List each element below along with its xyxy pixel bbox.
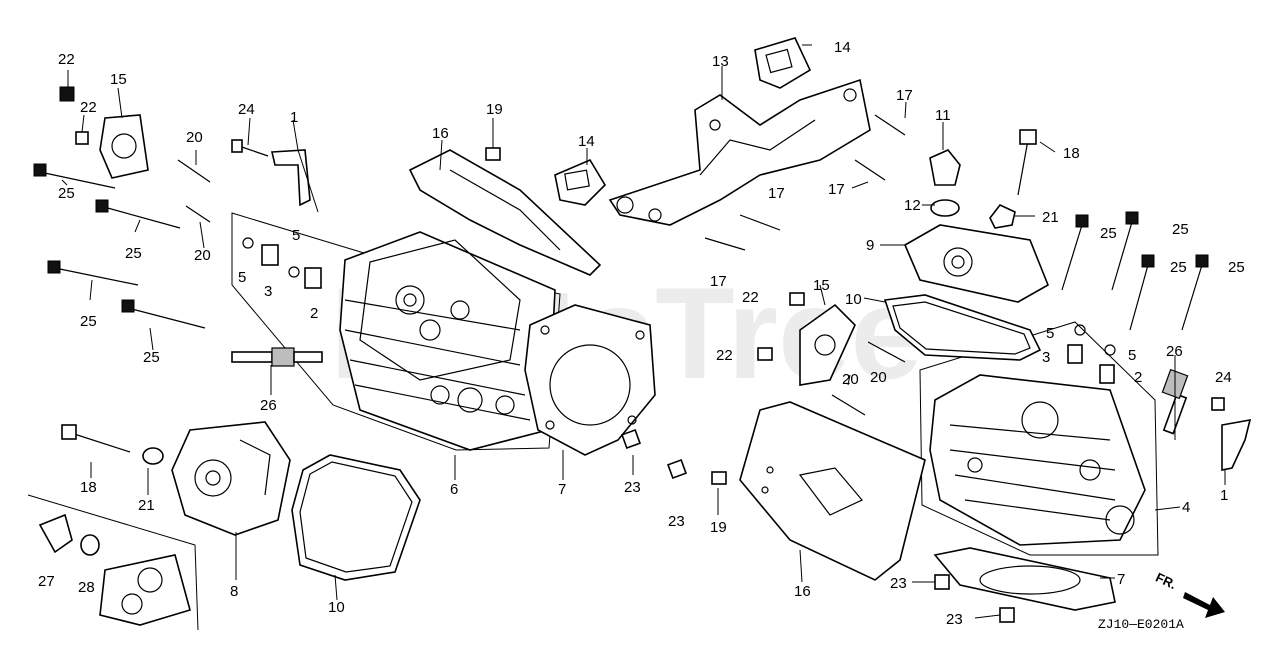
callout[interactable]: 20 [842,371,859,388]
cylinder-head-right[interactable] [919,321,1159,556]
callout[interactable]: 8 [230,583,238,600]
callout[interactable]: 11 [935,107,951,124]
bolts-18[interactable] [61,129,1037,453]
callout[interactable]: 3 [264,283,272,300]
callout[interactable]: 25 [143,349,160,366]
insulator-14-top[interactable] [754,37,812,89]
callout[interactable]: 1 [1220,487,1228,504]
cover-gasket-left[interactable] [291,454,421,581]
valve-cover-right[interactable] [903,224,1050,303]
callout[interactable]: 5 [238,269,246,286]
callout[interactable]: 20 [194,247,211,264]
callout[interactable]: 2 [310,305,318,322]
callout[interactable]: 1 [290,109,298,126]
callout[interactable]: 25 [58,185,75,202]
callout[interactable]: 14 [578,133,595,150]
cover-gasket-right[interactable] [883,294,1042,361]
heat-shield-left[interactable] [408,149,602,276]
callout[interactable]: 19 [486,101,503,118]
oil-filler-27-28[interactable] [27,494,199,631]
bolts-25[interactable] [33,163,1209,331]
callout[interactable]: 2 [1134,369,1142,386]
callout[interactable]: 25 [1172,221,1189,238]
callout[interactable]: 25 [125,245,142,262]
front-direction-marker: FR. [1153,570,1225,618]
callout[interactable]: 19 [710,519,727,536]
callout[interactable]: 3 [1042,349,1050,366]
callout[interactable]: 25 [1100,225,1117,242]
caps-21[interactable] [142,204,1016,465]
callout[interactable]: 22 [58,51,75,68]
insulator-14-mid[interactable] [554,158,607,206]
callout[interactable]: 14 [834,39,851,56]
callout[interactable]: 28 [78,579,95,596]
callout[interactable]: 25 [1228,259,1245,276]
callout[interactable]: 17 [896,87,913,104]
callout[interactable]: 24 [238,101,255,118]
callout[interactable]: 7 [1117,571,1125,588]
bolts-17-19-22-24[interactable] [59,86,1225,485]
front-marker-text: FR. [1153,570,1178,592]
callout-labels: 22 22 15 25 25 25 25 20 20 24 1 16 19 14… [38,39,1245,628]
diagram-code: ZJ10—E0201A [1098,617,1184,632]
head-gasket-left[interactable] [524,304,656,456]
callout[interactable]: 9 [866,237,874,254]
callout[interactable]: 18 [1063,145,1080,162]
callout[interactable]: 6 [450,481,458,498]
callout[interactable]: 23 [890,575,907,592]
callout[interactable]: 21 [138,497,155,514]
callout[interactable]: 17 [768,185,785,202]
callout[interactable]: 27 [38,573,55,590]
oil-filler-cap-11[interactable] [929,149,961,186]
callout[interactable]: 4 [1182,499,1190,516]
callout[interactable]: 23 [668,513,685,530]
callout[interactable]: 26 [260,397,277,414]
callout[interactable]: 13 [712,53,729,70]
studs-20[interactable] [177,159,906,416]
callout[interactable]: 17 [828,181,845,198]
callout[interactable]: 22 [742,289,759,306]
intake-manifold[interactable] [608,78,871,226]
callout[interactable]: 24 [1215,369,1232,386]
callout[interactable]: 23 [624,479,641,496]
callout[interactable]: 16 [794,583,811,600]
callout[interactable]: 5 [1046,325,1054,342]
callout[interactable]: 7 [558,481,566,498]
callout[interactable]: 15 [813,277,830,294]
callout[interactable]: 12 [904,197,921,214]
callout[interactable]: 5 [1128,347,1136,364]
callout[interactable]: 25 [80,313,97,330]
head-cover[interactable] [171,421,291,536]
callout[interactable]: 25 [1170,259,1187,276]
callout[interactable]: 18 [80,479,97,496]
callout[interactable]: 22 [716,347,733,364]
callout[interactable]: 15 [110,71,127,88]
callout[interactable]: 16 [432,125,449,142]
head-gasket-right[interactable] [933,547,1116,611]
callout[interactable]: 23 [946,611,963,628]
callout[interactable]: 10 [845,291,862,308]
heat-shield-right[interactable] [739,401,926,581]
bracket-1[interactable] [271,149,1252,471]
cylinder-head-left[interactable] [231,212,561,451]
callout[interactable]: 20 [870,369,887,386]
leader-lines [61,44,1226,619]
callout[interactable]: 26 [1166,343,1183,360]
insulator-15-right[interactable] [799,303,856,386]
callout[interactable]: 5 [292,227,300,244]
oil-cap-12[interactable] [930,199,960,217]
callout[interactable]: 10 [328,599,345,616]
callout[interactable]: 21 [1042,209,1059,226]
callout[interactable]: 20 [186,129,203,146]
callout[interactable]: 17 [710,273,727,290]
spark-plug-left[interactable] [231,347,323,367]
insulator-15-left[interactable] [99,114,149,179]
callout[interactable]: 22 [80,99,97,116]
front-arrow-icon [1183,592,1225,618]
